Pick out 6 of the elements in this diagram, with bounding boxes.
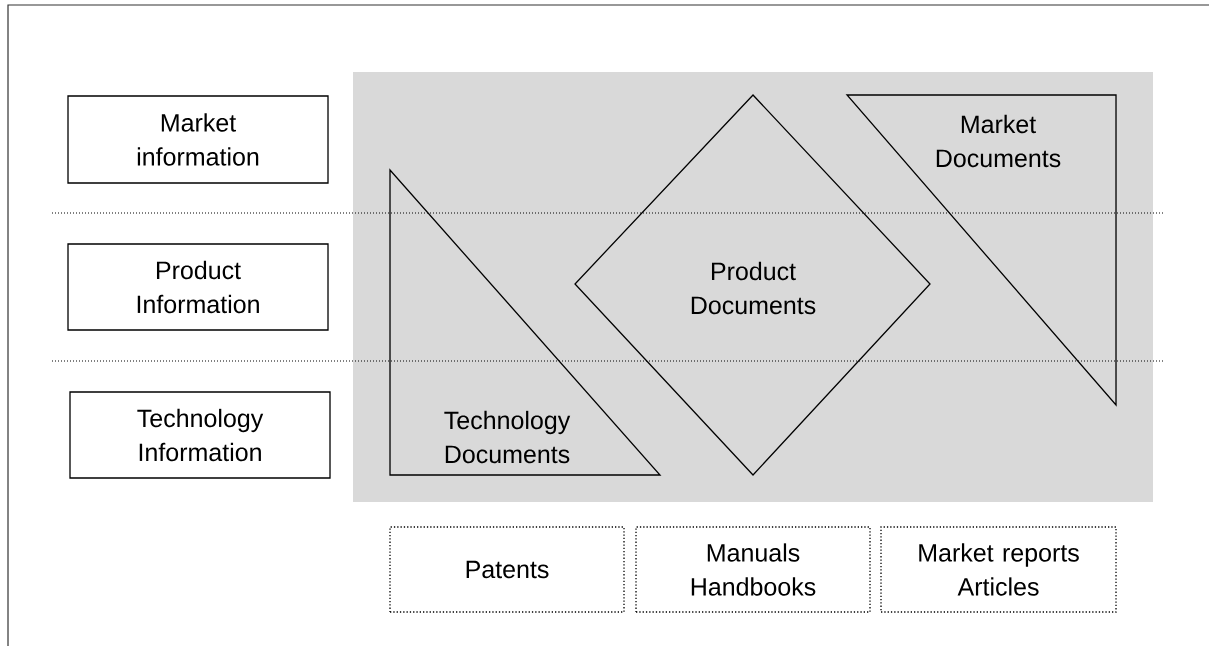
source-box: Manuals Handbooks: [635, 526, 871, 613]
category-box: Product Information: [67, 243, 329, 331]
source-box: Patents: [389, 526, 625, 613]
source-box: Market reports Articles: [880, 526, 1117, 613]
category-box: Technology Information: [69, 391, 331, 479]
category-box: Market information: [67, 95, 329, 184]
